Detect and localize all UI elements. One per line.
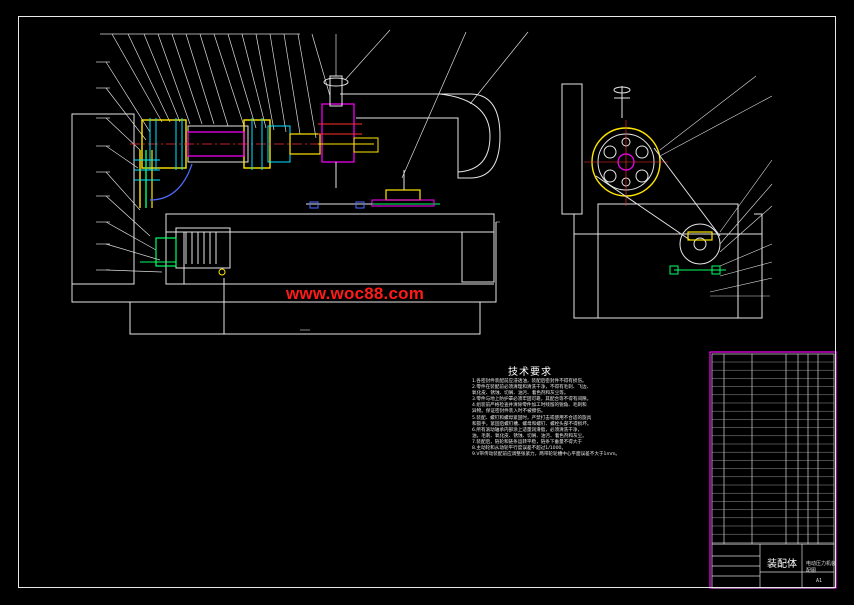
tech-note: 油，毛刺、氧化皮、锈蚀、切屑、油污、着色剂和灰尘。	[472, 433, 587, 439]
electric-motor	[140, 227, 231, 334]
tech-note: 3.零件与地上防护罩必须牢固可靠，其配合等不得有间隙。	[472, 397, 592, 403]
tech-note: 6.所有滚动轴承内部涂上适量润滑脂，必须清洗干净，	[472, 427, 583, 433]
tech-note: 氧化皮、锈蚀、切屑、油污、着色剂和灰尘等。	[472, 391, 569, 397]
tech-requirements-list: 1.各密封件装配前应浸透油，装配后密封件不得有损伤。 2.零件在装配前必须清理和…	[472, 379, 660, 458]
tech-note: 2.零件在装配前必须清理和清洗干净，不得有毛刺、飞边、	[472, 385, 592, 391]
title-block-name: 装配体	[767, 559, 797, 570]
balloons-front	[96, 33, 300, 271]
side-view	[561, 75, 773, 319]
parts-list-table	[709, 351, 837, 589]
watermark-text: www.woc88.com	[286, 284, 425, 303]
chain-drive	[595, 147, 721, 241]
title-block-code: A1	[816, 578, 823, 584]
base-plate	[165, 213, 495, 233]
tech-note: 和扳手，紧固后螺钉槽、螺母和螺钉、螺栓头部不得损坏。	[472, 421, 592, 427]
dimensions-side	[659, 75, 773, 297]
press-head	[318, 75, 379, 188]
tech-note: 8.主动轮和从动轮平行度误差不超过1/1000。	[472, 446, 567, 452]
sheet-border	[18, 16, 836, 588]
tech-note: 7.装配后，链轮和链条运转平稳，链条下垂量不得大于	[472, 439, 583, 445]
tech-note: 1.各密封件装配前应浸透油，装配后密封件不得有损伤。	[472, 379, 587, 384]
tech-note: 4.组装前严格检查并清除零件加工时残留的锐角、毛刺和	[472, 403, 587, 409]
front-view	[71, 29, 529, 335]
tech-note: 5.装配、螺钉和螺母紧固时，严禁打击或使用不合适的旋具	[472, 415, 592, 421]
leader-lines-front	[105, 29, 529, 273]
tech-note: 异物。保证密封件装入时不被擦伤。	[472, 409, 546, 415]
dimensions-front	[71, 114, 500, 331]
die-set	[306, 170, 440, 209]
parts-list-rows	[712, 361, 834, 543]
c-frame	[340, 93, 501, 179]
title-block-drawing-name: 电动压力机装配图	[806, 561, 837, 574]
gear-stack	[134, 150, 193, 208]
tech-note: 9.V带传动装配前应调整张紧力，两带轮轮槽中心平面误差不大于1mm。	[472, 452, 621, 458]
tech-requirements-title: 技术要求	[508, 367, 552, 378]
